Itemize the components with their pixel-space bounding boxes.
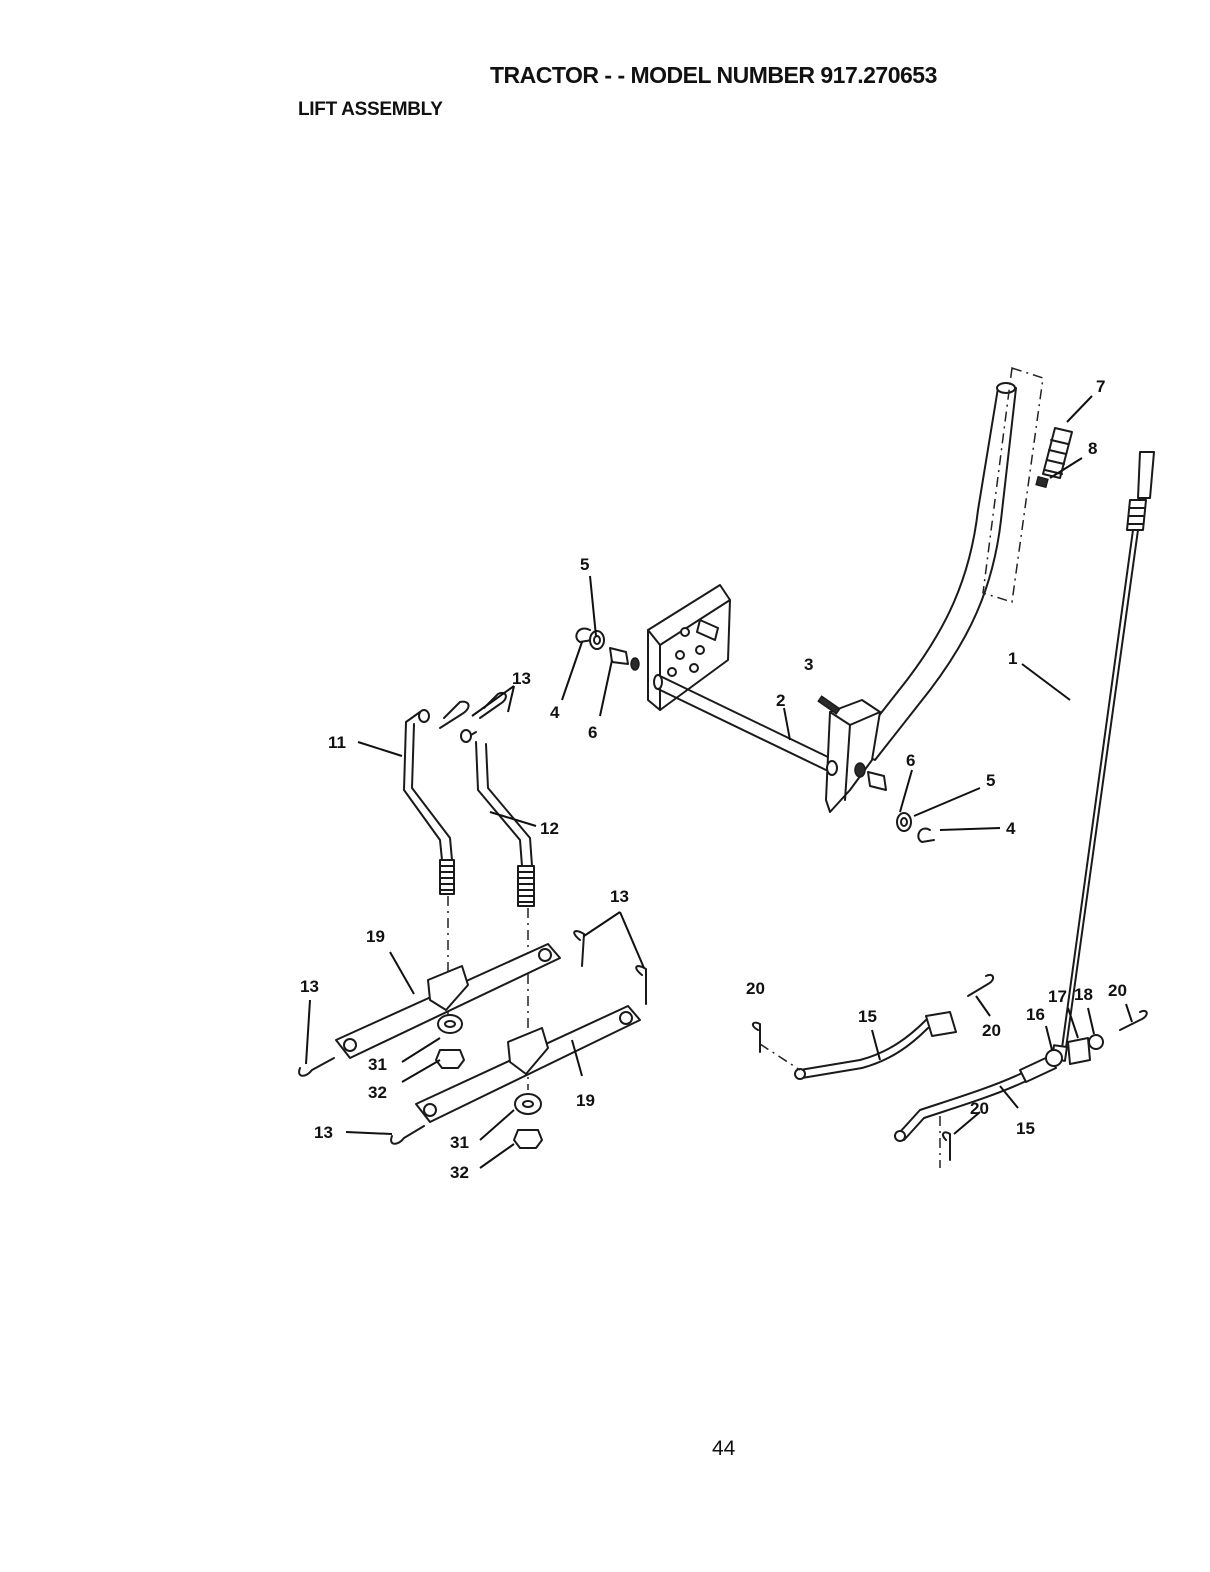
callout-16: 16 (1026, 1005, 1045, 1024)
callout-20-a: 20 (746, 979, 765, 998)
hairpin-clip-13c (573, 930, 585, 967)
section-title: LIFT ASSEMBLY (298, 99, 443, 120)
callout-13-mid: 13 (610, 887, 629, 906)
callout-4-left: 4 (550, 703, 560, 722)
callout-32-lower: 32 (450, 1163, 469, 1182)
mounting-bracket (647, 584, 731, 711)
spacer-lower (514, 1093, 542, 1115)
lift-shaft (653, 674, 831, 771)
hairpin-clip-13e (298, 1057, 335, 1077)
hairpin-clip-13d (635, 965, 647, 1005)
callout-19-upper: 19 (366, 927, 385, 946)
callout-31-upper: 31 (368, 1055, 387, 1074)
hairpin-clip-20d (942, 1131, 951, 1161)
callout-20-c: 20 (1108, 981, 1127, 1000)
callout-6-right: 6 (906, 751, 915, 770)
callout-8: 8 (1088, 439, 1097, 458)
nut-16 (1045, 1049, 1063, 1067)
callout-1: 1 (1008, 649, 1017, 668)
bushing-left (609, 647, 629, 665)
callout-20-b: 20 (982, 1021, 1001, 1040)
callout-5-right: 5 (986, 771, 995, 790)
deck-lift-rod-upper (794, 1011, 957, 1080)
hand-grip (1042, 427, 1073, 479)
lift-arm-upper (335, 943, 561, 1059)
nut-upper (435, 1049, 465, 1069)
hairpin-clip-20c (1119, 1010, 1148, 1031)
spacer-upper (437, 1014, 463, 1034)
callout-5-left: 5 (580, 555, 589, 574)
hairpin-clip-left (575, 627, 593, 643)
callout-2: 2 (776, 691, 785, 710)
grip-outline (982, 367, 1044, 603)
bushing-right (867, 771, 887, 791)
hairpin-clip-13a (439, 700, 470, 729)
hairpin-clip-20b (967, 974, 994, 997)
shaft-end-right (854, 762, 866, 778)
callout-3: 3 (804, 655, 813, 674)
callout-12: 12 (540, 819, 559, 838)
page-number: 44 (712, 1437, 736, 1460)
callout-20-d: 20 (970, 1099, 989, 1118)
hairpin-clip-right (917, 827, 935, 843)
hairpin-clip-13f (390, 1125, 425, 1145)
callout-15-lower: 15 (1016, 1119, 1035, 1138)
callout-31-lower: 31 (450, 1133, 469, 1152)
callout-7: 7 (1096, 377, 1105, 396)
pivot-bracket (825, 699, 881, 813)
hairpin-clip-13b (479, 692, 507, 719)
lift-arm-lower (415, 1005, 641, 1123)
callout-13-left: 13 (300, 977, 319, 996)
trunnion-17 (1067, 1037, 1091, 1065)
callout-11: 11 (328, 733, 346, 752)
lift-handle (851, 382, 1017, 761)
callout-13-bottom: 13 (314, 1123, 333, 1142)
lift-link-12 (460, 729, 535, 907)
lift-link-11 (403, 709, 455, 895)
lever-button (1035, 475, 1049, 489)
roll-pin (817, 695, 841, 715)
callout-6-left: 6 (588, 723, 597, 742)
callout-15-upper: 15 (858, 1007, 877, 1026)
bushing-18 (1088, 1034, 1104, 1050)
callout-4-right: 4 (1006, 819, 1016, 838)
hairpin-clip-20a (752, 1021, 761, 1053)
callout-19-lower: 19 (576, 1091, 595, 1110)
callout-17: 17 (1048, 987, 1067, 1006)
callout-32-upper: 32 (368, 1083, 387, 1102)
page-title: TRACTOR - - MODEL NUMBER 917.270653 (490, 62, 937, 88)
callout-13-top: 13 (512, 669, 531, 688)
lift-rod (1051, 451, 1155, 1062)
nut-lower (513, 1129, 543, 1149)
callout-18: 18 (1074, 985, 1093, 1004)
